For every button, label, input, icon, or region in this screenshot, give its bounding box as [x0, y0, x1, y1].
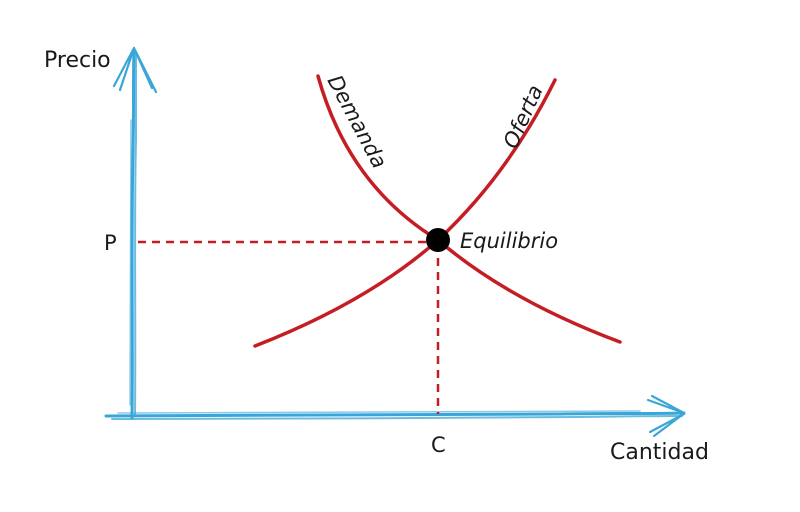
- y-axis: [112, 46, 158, 420]
- y-axis-label: Precio: [44, 48, 111, 73]
- axes: [104, 46, 686, 438]
- x-axis: [104, 394, 686, 438]
- x-axis-label: Cantidad: [610, 440, 709, 465]
- equilibrium-label: Equilibrio: [460, 229, 558, 253]
- price-label: P: [104, 231, 117, 255]
- equilibrium-point: [426, 228, 450, 252]
- quantity-label: C: [431, 433, 446, 457]
- supply-label: Oferta: [499, 81, 548, 152]
- equilibrium-guides: [138, 240, 440, 414]
